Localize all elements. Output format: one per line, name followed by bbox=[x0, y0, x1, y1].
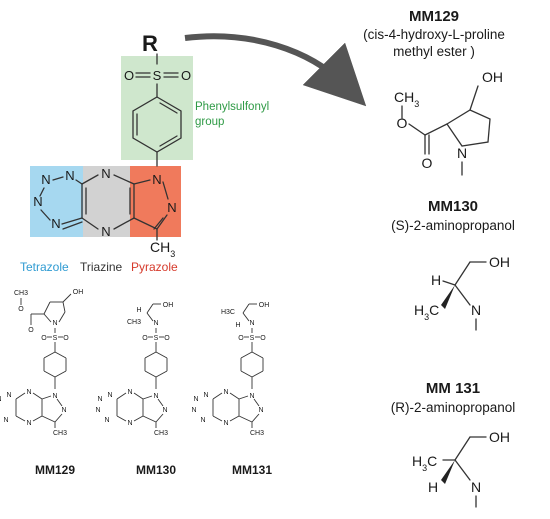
mm129-oh: OH bbox=[482, 69, 503, 85]
mm129-name-line1: (cis-4-hydroxy-L-proline bbox=[363, 27, 505, 42]
small-mm131-t-n2: N bbox=[193, 396, 198, 403]
tetrazole-n2: N bbox=[41, 172, 50, 187]
tetrazole-label: Tetrazole bbox=[20, 260, 69, 274]
small-mm129-o-left: O bbox=[41, 335, 47, 342]
sulfur-atom: S bbox=[153, 68, 162, 83]
mm129-methyl: CH3 bbox=[394, 89, 419, 109]
triazine-n-bottom: N bbox=[101, 224, 110, 239]
small-mm131-t-n4: N bbox=[200, 417, 205, 424]
small-mm129-me: CH3 bbox=[53, 430, 67, 437]
mm131-oh: OH bbox=[489, 429, 510, 445]
small-structures: SOONNCH3NNNNNNNOHOOCH3SOONNCH3NNNNNNNOHC… bbox=[0, 289, 269, 437]
small-mm131-tz-n-top: N bbox=[223, 389, 228, 396]
mm129-n: N bbox=[457, 145, 467, 161]
bottom-label-mm129: MM129 bbox=[35, 463, 75, 477]
mm131-h3c: H3C bbox=[412, 453, 437, 473]
small-mm130-me: CH3 bbox=[127, 319, 141, 326]
small-mm130-oh: OH bbox=[163, 302, 174, 309]
substitution-arrow bbox=[184, 33, 367, 107]
tetrazole-n4: N bbox=[51, 216, 60, 231]
pyrazole-n2: N bbox=[167, 200, 176, 215]
mm130-oh: OH bbox=[489, 254, 510, 270]
small-mm131-t-n3: N bbox=[191, 407, 196, 414]
small-mm131-o-left: O bbox=[238, 335, 244, 342]
small-mm129-s-atom: S bbox=[53, 335, 58, 342]
small-mm130-tz-n-bot: N bbox=[127, 420, 132, 427]
small-mm130-t-n2: N bbox=[97, 396, 102, 403]
mm129-ester-o: O bbox=[397, 115, 408, 131]
small-mm129-pz-n2: N bbox=[61, 407, 66, 414]
mm130-h3c: H3C bbox=[414, 302, 439, 322]
small-mm130-me: CH3 bbox=[154, 430, 168, 437]
phenylsulfonyl-label-line2: group bbox=[195, 116, 224, 128]
mm130-code: MM130 bbox=[428, 198, 478, 215]
tetrazole-n1: N bbox=[65, 168, 74, 183]
small-mm129-oh: OH bbox=[73, 289, 84, 296]
compound-mm130: MM130 (S)-2-aminopropanol OH H H3C N bbox=[391, 198, 515, 331]
small-mm129-tz-n-top: N bbox=[26, 389, 31, 396]
mm130-n: N bbox=[471, 302, 481, 318]
small-mm131-me: H3C bbox=[221, 309, 235, 316]
small-mm131-n: N bbox=[249, 320, 254, 327]
small-mm130-pz-n2: N bbox=[162, 407, 167, 414]
small-mm129-t-n2: N bbox=[0, 396, 2, 403]
small-mm131-pz-n1: N bbox=[249, 393, 254, 400]
small-mm131-tz-n-bot: N bbox=[223, 420, 228, 427]
methyl-label: CH3 bbox=[150, 239, 175, 259]
small-mm130-pz-n1: N bbox=[153, 393, 158, 400]
mm131-h: H bbox=[428, 479, 438, 495]
small-mm131-t-n1: N bbox=[203, 392, 208, 399]
small-mm129-ome: CH3 bbox=[14, 290, 28, 297]
mm131-n: N bbox=[471, 479, 481, 495]
small-mm129-oe: O bbox=[18, 306, 24, 313]
small-mm129-pz-n1: N bbox=[52, 393, 57, 400]
phenylsulfonyl-box bbox=[121, 56, 193, 160]
tetrazole-n3: N bbox=[33, 194, 42, 209]
oxygen-atom-left: O bbox=[124, 68, 134, 83]
oxygen-atom-right: O bbox=[181, 68, 191, 83]
small-mm131-h: H bbox=[235, 322, 240, 329]
pyrazole-n1: N bbox=[152, 172, 161, 187]
small-mm130-tz-n-top: N bbox=[127, 389, 132, 396]
mm131-name: (R)-2-aminopropanol bbox=[391, 400, 516, 415]
mm129-code: MM129 bbox=[409, 8, 459, 25]
mm131-code: MM 131 bbox=[426, 380, 480, 397]
pyrazole-box bbox=[130, 166, 181, 237]
compound-mm129: MM129 (cis-4-hydroxy-L-proline methyl es… bbox=[363, 8, 505, 176]
small-mm129-tz-n-bot: N bbox=[26, 420, 31, 427]
small-mm131-s-atom: S bbox=[250, 335, 255, 342]
mm130-h: H bbox=[431, 272, 441, 288]
small-mm130-t-n4: N bbox=[104, 417, 109, 424]
triazine-label: Triazine bbox=[80, 260, 123, 274]
small-mm129-n: N bbox=[52, 320, 57, 327]
phenylsulfonyl-label: Phenylsulfonyl bbox=[195, 101, 269, 113]
small-mm130-n: N bbox=[153, 320, 158, 327]
small-mm130-t-n3: N bbox=[95, 407, 100, 414]
small-mm130-o-right: O bbox=[164, 335, 170, 342]
small-mm129-o-right: O bbox=[63, 335, 69, 342]
small-mm129-co: O bbox=[28, 327, 34, 334]
core-scaffold: R S O O Phenylsulfonyl group N N bbox=[20, 31, 269, 274]
small-mm131-pz-n2: N bbox=[258, 407, 263, 414]
small-mm130-t-n1: N bbox=[107, 392, 112, 399]
small-mm131-o-right: O bbox=[260, 335, 266, 342]
triazine-n-top: N bbox=[101, 166, 110, 181]
mm130-name: (S)-2-aminopropanol bbox=[391, 218, 515, 233]
small-mm129-t-n4: N bbox=[3, 417, 8, 424]
bottom-label-mm131: MM131 bbox=[232, 463, 272, 477]
mm129-carbonyl-o: O bbox=[422, 155, 433, 171]
small-mm129-t-n1: N bbox=[6, 392, 11, 399]
small-mm131-me: CH3 bbox=[250, 430, 264, 437]
small-mm131-oh: OH bbox=[259, 302, 270, 309]
compound-mm131: MM 131 (R)-2-aminopropanol OH H3C H N bbox=[391, 380, 516, 508]
small-mm130-o-left: O bbox=[142, 335, 148, 342]
bottom-label-mm130: MM130 bbox=[136, 463, 176, 477]
small-mm130-s-atom: S bbox=[154, 335, 159, 342]
mm129-name-line2: methyl ester ) bbox=[393, 44, 475, 59]
pyrazole-label: Pyrazole bbox=[131, 260, 178, 274]
r-group-label: R bbox=[142, 31, 158, 56]
small-mm130-h: H bbox=[136, 307, 141, 314]
